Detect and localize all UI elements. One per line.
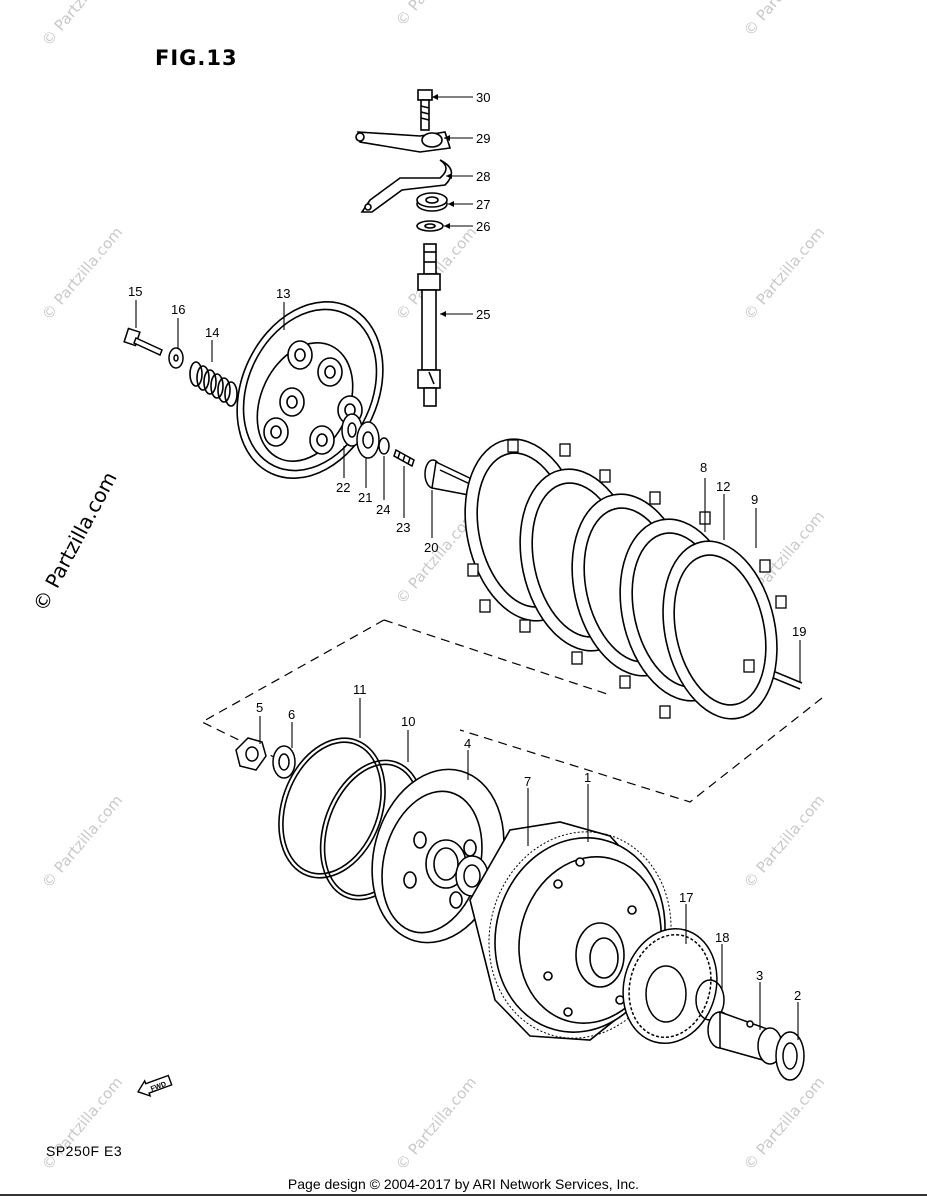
callout-13: 13	[276, 286, 290, 301]
callout-16: 16	[171, 302, 185, 317]
callout-5: 5	[256, 700, 263, 715]
release-shaft	[417, 243, 441, 407]
callout-17: 17	[679, 890, 693, 905]
callout-4: 4	[464, 736, 471, 751]
release-spring	[360, 159, 453, 213]
callout-21: 21	[358, 490, 372, 505]
release-bolt	[417, 89, 433, 131]
figure-title: FIG.13	[155, 46, 238, 70]
callout-15: 15	[128, 284, 142, 299]
callout-12: 12	[716, 479, 730, 494]
callout-14: 14	[205, 325, 219, 340]
callout-19: 19	[792, 624, 806, 639]
footer-divider	[0, 1194, 927, 1196]
oil-seal	[416, 192, 448, 212]
model-code: SP250F E3	[46, 1143, 123, 1159]
fwd-arrow-icon: FWD	[136, 1074, 173, 1098]
callout-8: 8	[700, 460, 707, 475]
callout-24: 24	[376, 502, 390, 517]
primary-driven-gear	[469, 821, 666, 1041]
washer	[416, 220, 444, 232]
release-lever	[355, 131, 452, 153]
callout-2: 2	[794, 988, 801, 1003]
pressure-plate-bolt	[123, 327, 163, 357]
push-piece-parts	[341, 413, 415, 468]
callout-20: 20	[424, 540, 438, 555]
clutch-spring	[189, 361, 238, 407]
callout-1: 1	[584, 770, 591, 785]
callout-6: 6	[288, 707, 295, 722]
callout-23: 23	[396, 520, 410, 535]
thrust-washer-2	[775, 1031, 805, 1081]
callout-26: 26	[476, 219, 490, 234]
callout-22: 22	[336, 480, 350, 495]
callout-30: 30	[476, 90, 490, 105]
callout-18: 18	[715, 930, 729, 945]
callout-labels: 30 29 28 27 26 25 15 16 14 13 22 21 24 2…	[128, 90, 806, 1003]
nut	[235, 737, 267, 771]
callout-27: 27	[476, 197, 490, 212]
leader-lines	[135, 96, 801, 1040]
callout-28: 28	[476, 169, 490, 184]
callout-3: 3	[756, 968, 763, 983]
oil-pump-drive-gear	[622, 927, 718, 1045]
callout-11: 11	[353, 682, 367, 697]
spacer	[707, 1010, 783, 1065]
pressure-plate	[236, 301, 384, 479]
washer	[168, 347, 184, 369]
dashed-outline	[200, 619, 823, 803]
callout-25: 25	[476, 307, 490, 322]
lock-washer	[272, 745, 296, 779]
callout-29: 29	[476, 131, 490, 146]
callout-10: 10	[401, 714, 415, 729]
callout-9: 9	[751, 492, 758, 507]
page-footer: Page design © 2004-2017 by ARI Network S…	[287, 1176, 640, 1192]
callout-7: 7	[524, 774, 531, 789]
wire-ring	[278, 737, 386, 879]
clutch-plate-tabs	[467, 439, 787, 719]
clutch-plate-stack	[464, 438, 778, 720]
